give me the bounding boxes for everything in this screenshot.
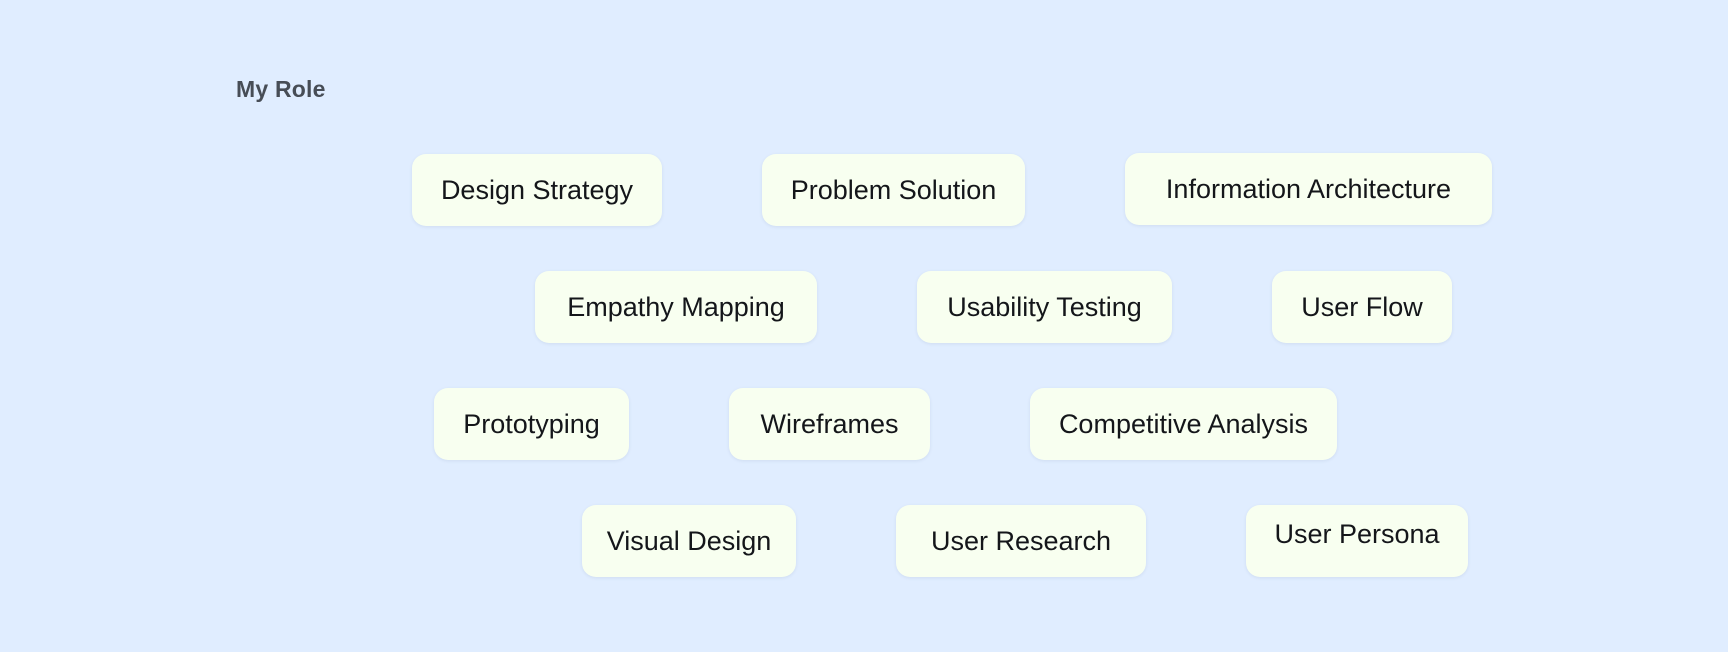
role-chip-design-strategy: Design Strategy — [412, 154, 662, 226]
role-chip-competitive-analysis: Competitive Analysis — [1030, 388, 1337, 460]
role-chip-usability-testing: Usability Testing — [917, 271, 1172, 343]
role-chip-wireframes: Wireframes — [729, 388, 930, 460]
role-chip-user-flow: User Flow — [1272, 271, 1452, 343]
role-chip-empathy-mapping: Empathy Mapping — [535, 271, 817, 343]
role-chip-information-architecture: Information Architecture — [1125, 153, 1492, 225]
role-chip-visual-design: Visual Design — [582, 505, 796, 577]
role-chip-user-research: User Research — [896, 505, 1146, 577]
role-chip-user-persona: User Persona — [1246, 505, 1468, 577]
role-chip-problem-solution: Problem Solution — [762, 154, 1025, 226]
role-chip-prototyping: Prototyping — [434, 388, 629, 460]
section-title: My Role — [236, 76, 326, 102]
